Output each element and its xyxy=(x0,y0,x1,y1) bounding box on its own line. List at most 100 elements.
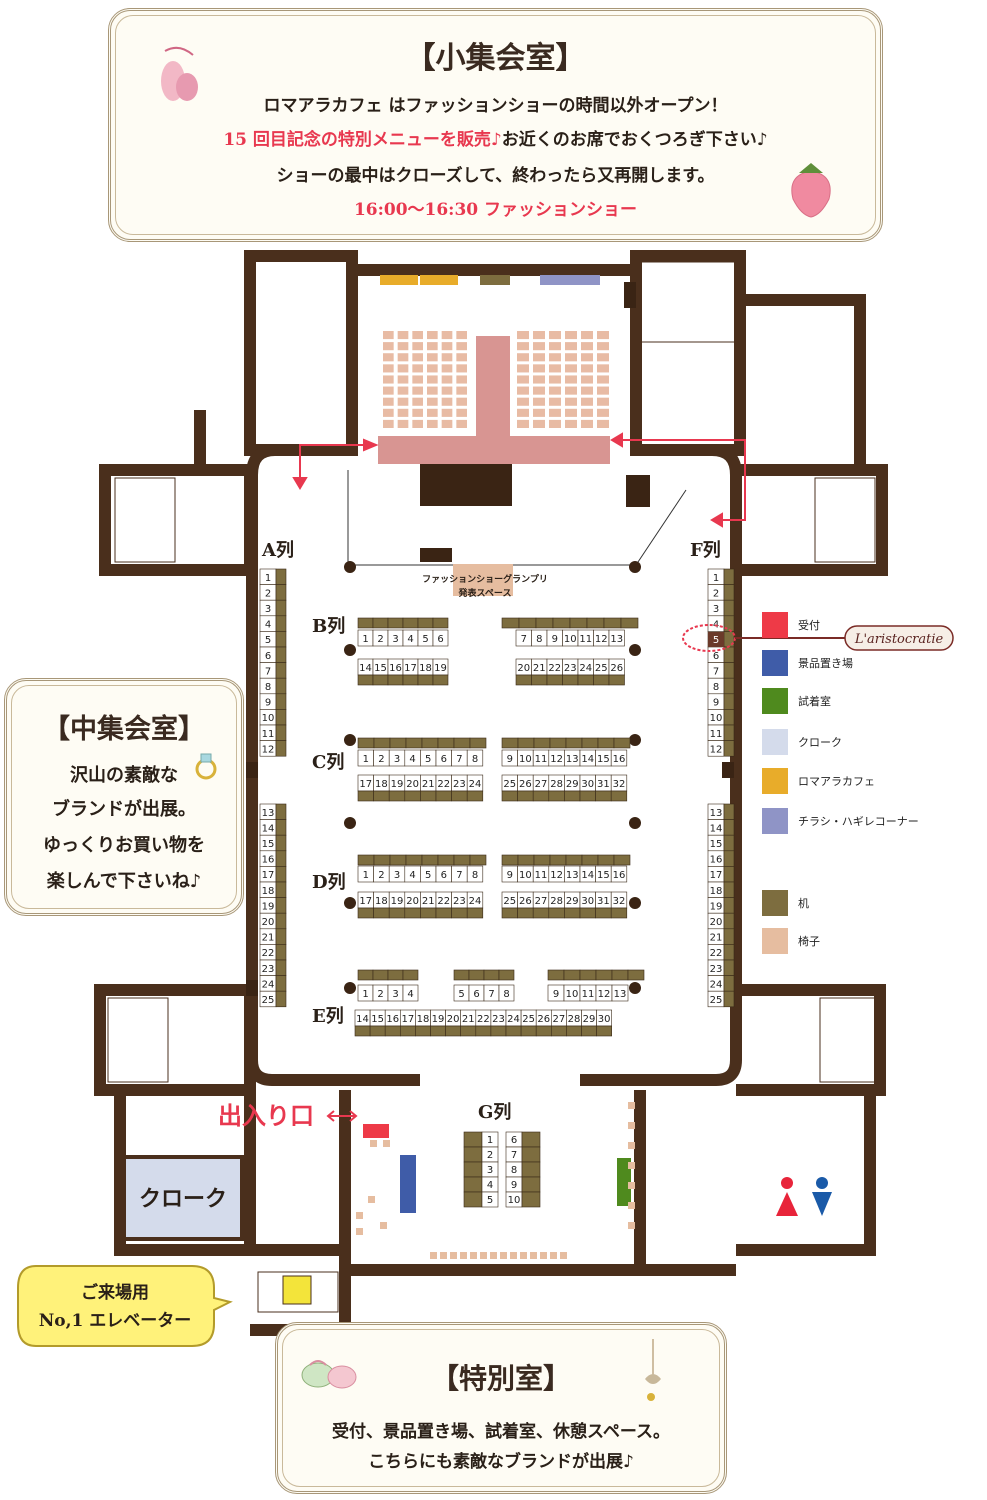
booth-number: 7 xyxy=(713,666,719,677)
chair xyxy=(565,375,577,384)
middle-room-line1: 沢山の素敵な xyxy=(70,765,178,786)
chair xyxy=(533,375,545,384)
booth-desk xyxy=(501,737,519,749)
booth-desk xyxy=(469,737,487,749)
chair xyxy=(383,375,394,384)
middle-room-line4: 楽しんで下さいね♪ xyxy=(46,871,202,892)
booth-number: 14 xyxy=(581,754,594,765)
booth-number: 15 xyxy=(597,754,610,765)
booth-desk xyxy=(275,568,287,585)
booth-desk xyxy=(723,897,735,914)
booth-desk xyxy=(451,790,468,802)
middle-room-line3: ゆっくりお買い物を xyxy=(43,835,205,856)
booth-desk xyxy=(372,969,389,981)
chair xyxy=(480,1252,487,1259)
booth-desk xyxy=(463,1146,483,1163)
legend-label: 景品置き場 xyxy=(798,657,853,670)
booth-desk xyxy=(430,1025,446,1037)
booth-number: 26 xyxy=(519,896,532,907)
booth-number: 23 xyxy=(453,896,466,907)
booth-number: 16 xyxy=(389,663,402,674)
booth-desk xyxy=(723,677,735,695)
booth-number: 25 xyxy=(262,995,275,1006)
chair xyxy=(441,408,453,417)
chair xyxy=(427,397,438,406)
booth-desk xyxy=(275,709,287,726)
walls xyxy=(94,250,888,1336)
chair xyxy=(368,1196,375,1203)
booth-number: 2 xyxy=(487,1150,493,1161)
legend-item: 試着室 xyxy=(762,688,831,714)
legend-swatch xyxy=(762,928,788,954)
booth-desk xyxy=(405,854,423,866)
legend-swatch xyxy=(762,808,788,834)
booth-desk xyxy=(723,599,735,617)
booth-number: 23 xyxy=(710,964,723,975)
special-room-box: 【特別室】 受付、景品置き場、試着室、休憩スペース。 こちらにも素敵なブランドが… xyxy=(275,1322,727,1494)
chair xyxy=(441,353,453,362)
booth-desk xyxy=(275,975,287,992)
booth-desk xyxy=(723,944,735,961)
booth-desk xyxy=(521,1191,541,1208)
booth-desk xyxy=(466,907,484,919)
booth-number: 1 xyxy=(362,989,368,1000)
booth-number: 14 xyxy=(262,823,275,834)
booth-desk xyxy=(723,740,735,757)
booth-desk xyxy=(547,969,565,981)
booth-desk xyxy=(421,854,439,866)
chair xyxy=(565,386,577,395)
booth-desk xyxy=(723,615,735,632)
booth-number: 17 xyxy=(404,663,417,674)
booth-number: 15 xyxy=(710,839,723,850)
booth-desk xyxy=(566,1025,582,1037)
booth-number: 30 xyxy=(581,896,594,907)
booth-number: 9 xyxy=(507,754,513,765)
booth-number: 18 xyxy=(375,779,388,790)
prize-storage xyxy=(400,1155,416,1213)
booth-desk xyxy=(723,990,735,1008)
small-room-line1: ロマアラカフェ はファッションショーの時間以外オープン！ xyxy=(263,96,728,116)
chair xyxy=(597,419,609,428)
booth-desk xyxy=(402,969,419,981)
booth-desk xyxy=(498,969,515,981)
booth-desk xyxy=(501,907,518,919)
ornament-icon xyxy=(633,1339,673,1409)
booth-desk xyxy=(453,969,470,981)
booth-desk xyxy=(515,674,532,686)
booth-number: 19 xyxy=(710,901,723,912)
booth-desk xyxy=(432,617,449,629)
grandprix-label2: 発表スペース xyxy=(458,587,512,599)
chair xyxy=(628,1202,635,1209)
chair xyxy=(549,364,561,373)
booth-number: 18 xyxy=(419,663,432,674)
chair xyxy=(628,1162,635,1169)
booth-number: 9 xyxy=(553,989,559,1000)
middle-room-line2: ブランドが出展。 xyxy=(52,799,196,820)
chair xyxy=(510,1252,517,1259)
legend-item: クローク xyxy=(762,729,842,755)
booth-desk xyxy=(389,737,407,749)
booth-number: 20 xyxy=(406,779,419,790)
booth-number: 12 xyxy=(550,870,563,881)
booth-desk xyxy=(603,617,622,629)
booth-desk xyxy=(357,854,375,866)
booth-number: 1 xyxy=(362,634,368,645)
booth-number: 3 xyxy=(392,634,398,645)
chair xyxy=(581,364,593,373)
booth-desk xyxy=(275,724,287,741)
booth-desk xyxy=(463,1161,483,1178)
booth-number: 22 xyxy=(262,948,275,959)
chair xyxy=(397,375,409,384)
wall-left-lower-stair xyxy=(94,984,256,1096)
special-room-line1: 受付、景品置き場、試着室、休憩スペース。 xyxy=(332,1422,670,1442)
chair xyxy=(456,331,467,340)
booth-number: 3 xyxy=(394,870,400,881)
chair xyxy=(533,419,545,428)
booth-number: 3 xyxy=(265,604,271,615)
booth-desk xyxy=(463,1131,483,1148)
booth-desk xyxy=(420,790,437,802)
chair xyxy=(628,1122,635,1129)
chair xyxy=(383,353,394,362)
booth-desk xyxy=(723,912,735,930)
